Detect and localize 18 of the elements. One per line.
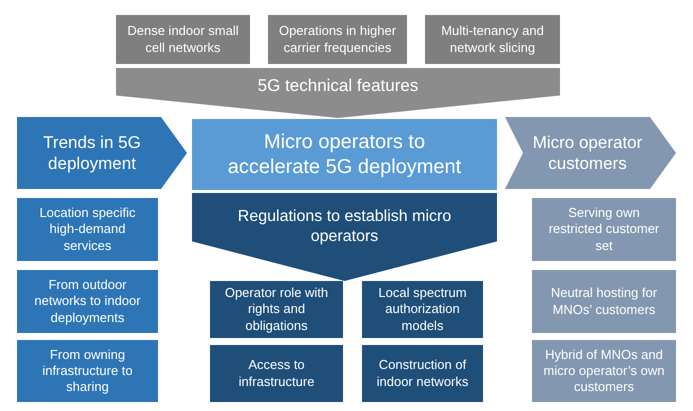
customer-box: Hybrid of MNOs and micro operator’s own customers [532, 340, 676, 402]
feature-box: Dense indoor small cell networks [116, 15, 250, 64]
chevron-arrow: Micro operator customers [505, 117, 676, 189]
banner-arrow: Regulations to establish micro operators [192, 193, 497, 281]
chevron-arrow: Trends in 5G deployment [17, 117, 187, 189]
trend-box: Location specific high-demand services [17, 198, 158, 261]
feature-box: Operations in higher carrier frequencies [268, 15, 407, 64]
trend-box: From outdoor networks to indoor deployments [17, 270, 158, 333]
customer-box: Serving own restricted customer set [532, 198, 676, 261]
regulation-box: Operator role with rights and obligations [210, 281, 343, 338]
banner-arrow: 5G technical features [116, 68, 560, 118]
headline-box: Micro operators to accelerate 5G deployment [192, 119, 497, 190]
regulation-box: Access to infrastructure [210, 345, 343, 402]
feature-box: Multi-tenancy and network slicing [425, 15, 560, 64]
regulation-box: Construction of indoor networks [362, 345, 483, 402]
regulation-box: Local spectrum authorization models [362, 281, 483, 338]
customer-box: Neutral hosting for MNOs’ customers [532, 270, 676, 333]
trend-box: From owning infrastructure to sharing [17, 340, 158, 402]
